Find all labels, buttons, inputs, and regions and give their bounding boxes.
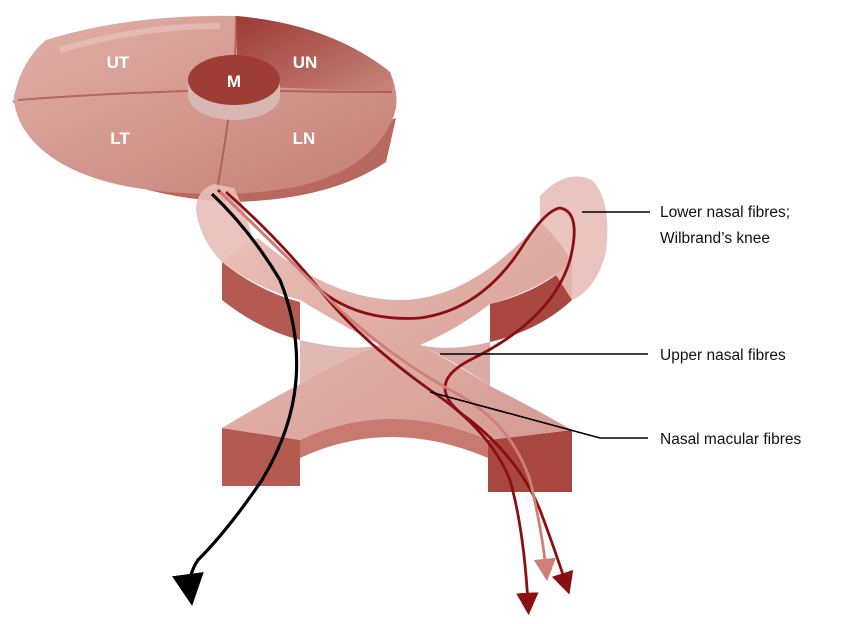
label-lower-nasal-line1: Lower nasal fibres; — [660, 204, 790, 221]
callout-labels: Lower nasal fibres; Wilbrand’s knee Uppe… — [660, 204, 802, 448]
label-nasal-macular: Nasal macular fibres — [660, 431, 802, 448]
label-un: UN — [293, 53, 318, 72]
label-ut: UT — [107, 53, 130, 72]
label-ln: LN — [293, 129, 316, 148]
label-upper-nasal: Upper nasal fibres — [660, 347, 786, 364]
retina: UT UN LT LN M — [12, 16, 397, 202]
optic-chiasm — [196, 176, 607, 492]
label-m: M — [227, 72, 241, 91]
label-lt: LT — [110, 129, 130, 148]
label-lower-nasal-line2: Wilbrand’s knee — [660, 230, 770, 247]
